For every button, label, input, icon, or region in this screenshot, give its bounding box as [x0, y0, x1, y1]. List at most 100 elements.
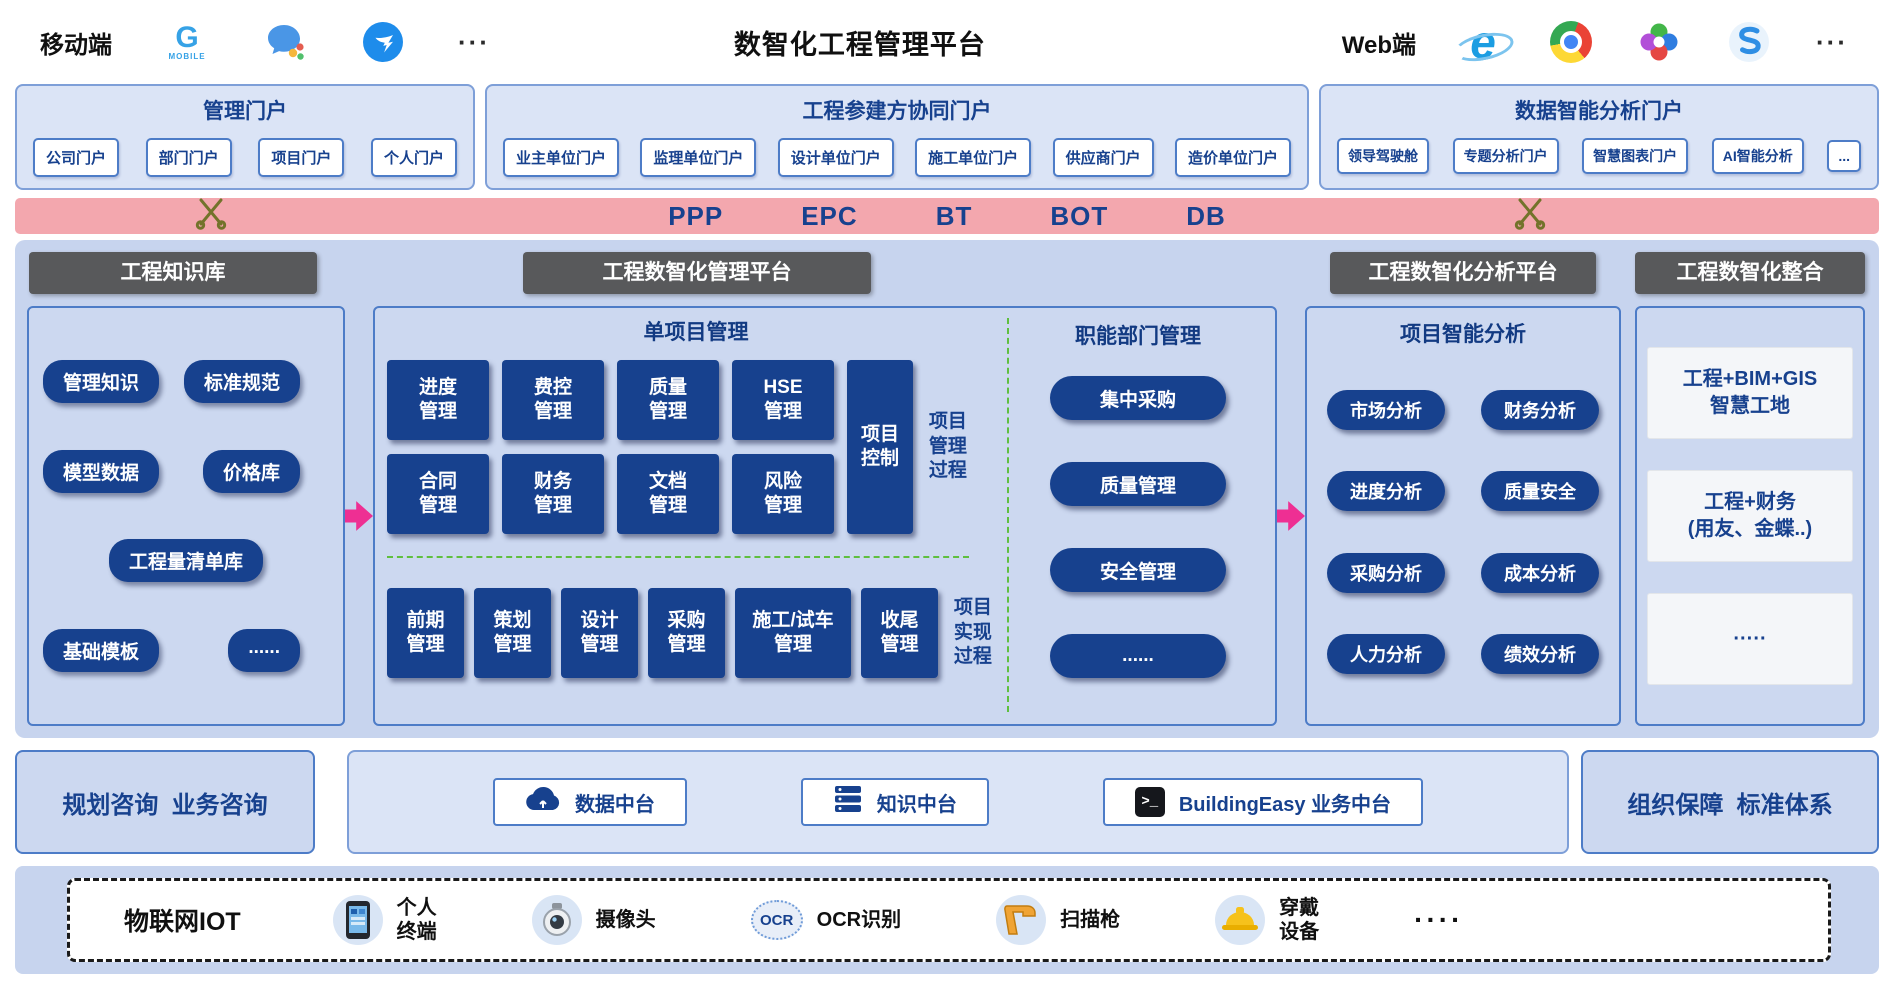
iot-device-label: 个人 终端 — [396, 897, 437, 943]
management-platform-column: 工程数智化管理平台 单项目管理 进度管理 费控管理 质量管理 HSE管理 — [373, 252, 1277, 726]
portal-button[interactable]: 部门门户 — [145, 138, 232, 177]
knowledge-more-pill[interactable]: ...... — [228, 628, 300, 672]
iot-device-label: 摄像头 — [595, 909, 656, 931]
analysis-pill[interactable]: 人力分析 — [1327, 634, 1445, 675]
module-chip[interactable]: 前期管理 — [387, 588, 464, 678]
functional-pill[interactable]: 安全管理 — [1050, 548, 1226, 592]
process-divider — [387, 556, 969, 558]
analysis-platform-box: 项目智能分析 市场分析 财务分析 进度分析 质量安全 采购分析 成本分析 — [1305, 306, 1621, 726]
portal-button[interactable]: 设计单位门户 — [777, 138, 894, 177]
analysis-pill[interactable]: 进度分析 — [1327, 471, 1445, 512]
mobile-clients-group: 移动端 G MOBILE ··· — [40, 19, 542, 65]
project-control-chip[interactable]: 项目控制 — [847, 360, 913, 534]
analysis-pill[interactable]: 财务分析 — [1481, 389, 1599, 430]
business-platform-card[interactable]: >_ BuildingEasy 业务中台 — [1102, 778, 1424, 826]
mode-label: BT — [935, 200, 973, 231]
functional-pill[interactable]: 质量管理 — [1050, 462, 1226, 506]
portal-more-button[interactable]: ... — [1827, 140, 1861, 172]
module-chip[interactable]: HSE管理 — [732, 360, 834, 440]
module-chip[interactable]: 施工/试车管理 — [735, 588, 851, 678]
iot-device-item: 个人 终端 — [332, 895, 437, 945]
functional-pill[interactable]: 集中采购 — [1050, 376, 1226, 420]
knowledge-pill[interactable]: 标准规范 — [183, 360, 300, 404]
analysis-pill[interactable]: 市场分析 — [1327, 389, 1445, 430]
management-portal-panel: 管理门户 公司门户 部门门户 项目门户 个人门户 — [15, 84, 475, 190]
contract-mode-banner: PPP EPC BT BOT DB — [15, 198, 1879, 234]
portal-button[interactable]: 个人门户 — [370, 138, 457, 177]
module-chip[interactable]: 费控管理 — [502, 360, 604, 440]
functional-dept-section: 职能部门管理 集中采购 质量管理 安全管理 ...... — [1011, 316, 1265, 714]
management-platform-box: 单项目管理 进度管理 费控管理 质量管理 HSE管理 合同管理 财务管 — [373, 306, 1277, 726]
analysis-pill[interactable]: 成本分析 — [1481, 552, 1599, 593]
page-title: 数智化工程管理平台 — [733, 29, 986, 60]
module-chip[interactable]: 进度管理 — [387, 360, 489, 440]
module-chip[interactable]: 质量管理 — [617, 360, 719, 440]
collaboration-portal-panel: 工程参建方协同门户 业主单位门户 监理单位门户 设计单位门户 施工单位门户 供应… — [485, 84, 1309, 190]
analysis-pill[interactable]: 绩效分析 — [1481, 634, 1599, 675]
portal-button[interactable]: AI智能分析 — [1711, 138, 1804, 174]
iot-device-label: 扫描枪 — [1060, 909, 1121, 931]
module-chip[interactable]: 风险管理 — [732, 454, 834, 534]
foundation-row: 规划咨询 业务咨询 数据中台 知识中台 >_ BuildingEasy 业务中台… — [15, 750, 1879, 854]
iot-title: 物联网IOT — [124, 908, 241, 936]
module-chip[interactable]: 合同管理 — [387, 454, 489, 534]
wecom-app-icon — [262, 19, 308, 65]
knowledge-base-header: 工程知识库 — [29, 252, 317, 294]
knowledge-pill[interactable]: 价格库 — [202, 449, 300, 493]
iot-device-item: 穿戴 设备 — [1215, 895, 1319, 945]
portal-button[interactable]: 智慧图表门户 — [1582, 138, 1689, 174]
web-label: Web端 — [1341, 31, 1416, 59]
portal-button[interactable]: 公司门户 — [33, 138, 120, 177]
knowledge-pill[interactable]: 模型数据 — [43, 449, 160, 493]
analysis-pill[interactable]: 质量安全 — [1481, 471, 1599, 512]
analysis-grid: 市场分析 财务分析 进度分析 质量安全 采购分析 成本分析 人力分析 绩效分析 — [1307, 348, 1619, 716]
portal-button[interactable]: 业主单位门户 — [503, 138, 620, 177]
module-chip[interactable]: 收尾管理 — [861, 588, 938, 678]
module-row: 合同管理 财务管理 文档管理 风险管理 — [387, 454, 834, 534]
iot-device-label: 穿戴 设备 — [1279, 897, 1320, 943]
knowledge-row: 基础模板 ...... — [29, 628, 343, 672]
portal-button[interactable]: 专题分析门户 — [1452, 138, 1559, 174]
knowledge-platform-card[interactable]: 知识中台 — [800, 778, 989, 826]
portal-items: 公司门户 部门门户 项目门户 个人门户 — [29, 138, 461, 177]
portal-button[interactable]: 监理单位门户 — [640, 138, 757, 177]
hard-hat-icon — [1215, 895, 1266, 945]
barcode-scanner-icon — [996, 895, 1047, 945]
module-chip[interactable]: 设计管理 — [561, 588, 638, 678]
platform-label: 数据中台 — [574, 793, 655, 816]
functional-dept-title: 职能部门管理 — [1075, 325, 1201, 348]
knowledge-row: 管理知识 标准规范 — [29, 360, 343, 404]
integration-more-card[interactable]: ····· — [1647, 593, 1853, 685]
knowledge-base-box: 管理知识 标准规范 模型数据 价格库 工程量清单库 基础模板 ...... — [27, 306, 345, 726]
integration-card[interactable]: 工程+BIM+GIS 智慧工地 — [1647, 347, 1853, 439]
portal-button[interactable]: 供应商门户 — [1052, 138, 1154, 177]
portal-button[interactable]: 项目门户 — [258, 138, 345, 177]
web-clients-group: Web端 e ··· — [1298, 16, 1848, 68]
knowledge-pill[interactable]: 工程量清单库 — [108, 539, 263, 583]
analysis-platform-column: 工程数智化分析平台 项目智能分析 市场分析 财务分析 进度分析 质量安全 采购分… — [1305, 252, 1621, 726]
scissors-cut-icon — [1513, 196, 1547, 235]
module-chip[interactable]: 财务管理 — [502, 454, 604, 534]
portal-button[interactable]: 领导驾驶舱 — [1337, 138, 1429, 174]
knowledge-row: 工程量清单库 — [29, 539, 343, 583]
iot-device-item: 摄像头 — [531, 895, 656, 945]
analysis-pill[interactable]: 采购分析 — [1327, 552, 1445, 593]
functional-more-pill[interactable]: ...... — [1050, 634, 1226, 678]
knowledge-pill[interactable]: 管理知识 — [43, 360, 160, 404]
module-chip[interactable]: 采购管理 — [648, 588, 725, 678]
knowledge-pill[interactable]: 基础模板 — [43, 628, 160, 672]
flow-arrow-icon — [345, 252, 373, 726]
single-project-title: 单项目管理 — [643, 321, 749, 344]
data-platform-card[interactable]: 数据中台 — [492, 778, 687, 826]
iot-more-ellipsis: ···· — [1414, 904, 1464, 935]
module-chip[interactable]: 文档管理 — [617, 454, 719, 534]
mode-label: BOT — [1050, 200, 1109, 231]
ocr-icon: OCR — [750, 900, 803, 940]
module-chip[interactable]: 策划管理 — [474, 588, 551, 678]
portal-button[interactable]: 造价单位门户 — [1174, 138, 1291, 177]
iot-layer: 物联网IOT 个人 终端 摄像头 OCR OCR识别 — [15, 866, 1879, 974]
g-mobile-app-icon: G MOBILE — [168, 21, 206, 61]
integration-card[interactable]: 工程+财务 (用友、金蝶..) — [1647, 470, 1853, 562]
portal-button[interactable]: 施工单位门户 — [915, 138, 1032, 177]
knowledge-base-column: 工程知识库 管理知识 标准规范 模型数据 价格库 工程量清单库 基础模板 ...… — [27, 252, 345, 726]
